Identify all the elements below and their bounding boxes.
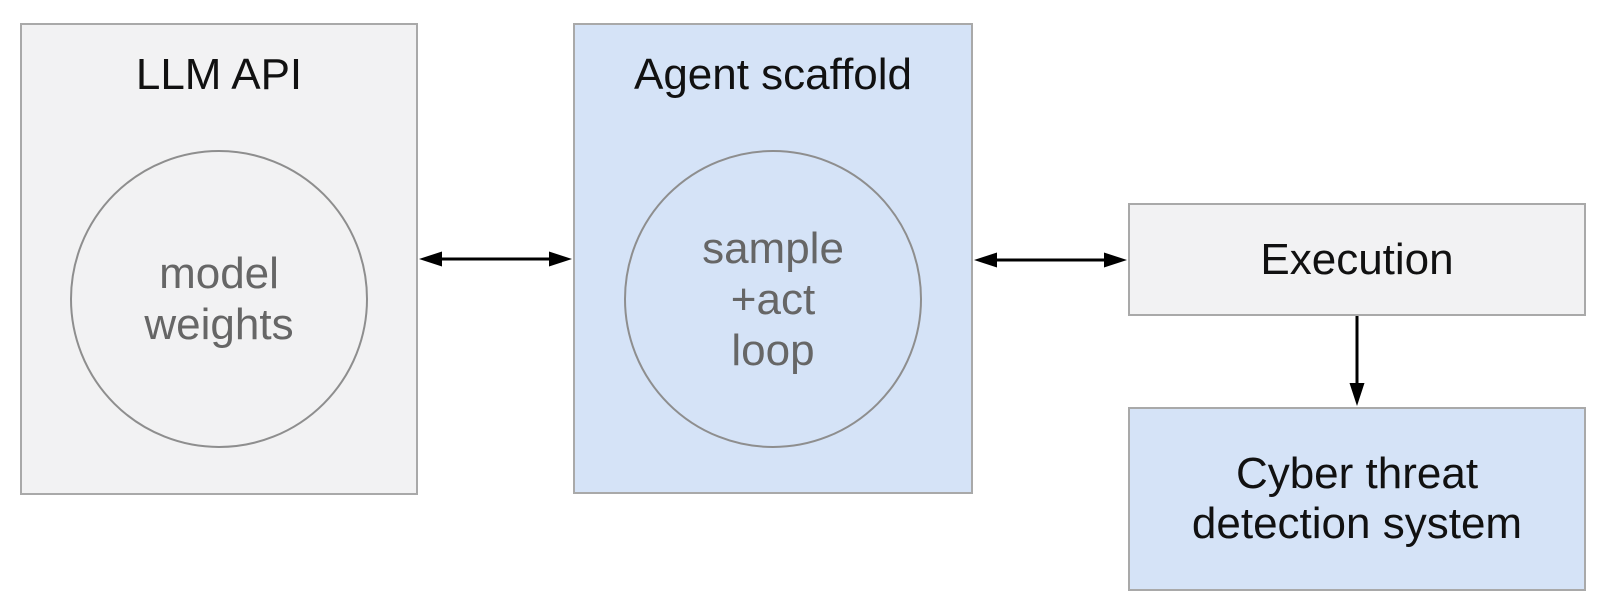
node-execution: Execution — [1128, 203, 1586, 316]
down-arrow-icon — [1349, 316, 1365, 406]
sample-act-loop-circle: sample +act loop — [624, 150, 922, 448]
cyber-threat-title-lines: Cyber threat detection system — [1192, 449, 1522, 549]
agent-scaffold-title: Agent scaffold — [633, 50, 913, 99]
node-llm-api: LLM API model weights — [20, 23, 418, 495]
circle-text-line: +act — [730, 274, 816, 324]
title-line: detection system — [1191, 499, 1523, 548]
circle-text-line: sample — [702, 223, 844, 273]
model-weights-circle: model weights — [70, 150, 368, 448]
arrow-llm-api-agent-scaffold — [418, 246, 573, 272]
double-arrow-icon — [974, 252, 1127, 268]
circle-text-line: loop — [731, 325, 815, 375]
double-arrow-icon — [419, 251, 572, 267]
cyber-threat-detection-title: Cyber threat detection system — [1130, 409, 1584, 589]
arrow-execution-cyber-threat — [1344, 315, 1370, 407]
node-cyber-threat-detection-system: Cyber threat detection system — [1128, 407, 1586, 591]
arrow-agent-scaffold-execution — [973, 247, 1128, 273]
model-weights-label: model weights — [144, 248, 293, 350]
node-agent-scaffold: Agent scaffold sample +act loop — [573, 23, 973, 494]
circle-text-line: weights — [144, 300, 294, 349]
circle-text-line: model — [159, 249, 279, 298]
title-line: Cyber threat — [1235, 449, 1479, 498]
execution-title: Execution — [1260, 234, 1454, 284]
llm-api-title: LLM API — [135, 50, 303, 99]
sample-act-loop-label: sample +act loop — [702, 223, 844, 376]
